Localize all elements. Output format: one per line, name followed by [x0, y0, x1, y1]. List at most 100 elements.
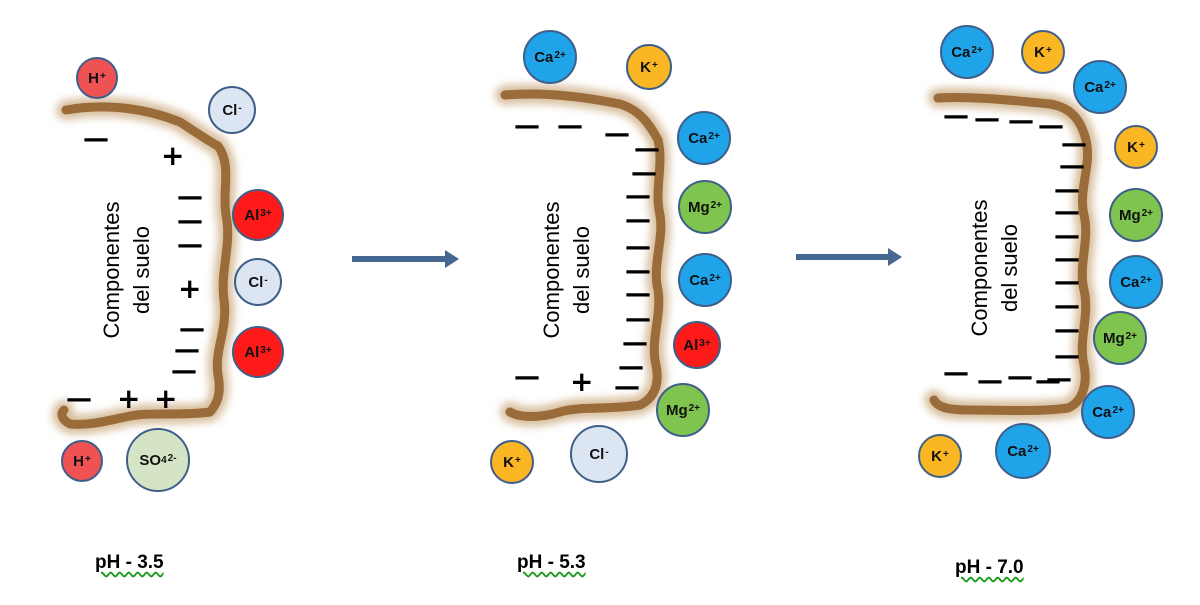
- negative-charge-sign: —: [1054, 244, 1080, 274]
- soil-label-line-2: del suelo: [997, 223, 1022, 313]
- ion-symbol: Al: [683, 336, 699, 354]
- positive-charge-sign: +: [570, 365, 594, 398]
- negative-charge-sign: —: [625, 205, 651, 235]
- ion-charge: 2+: [1125, 330, 1138, 342]
- ion-symbol: Al: [244, 206, 260, 224]
- transition-arrow-1: [352, 250, 459, 268]
- ion-charge: 2+: [554, 49, 566, 61]
- negative-charge-sign: —: [614, 372, 640, 402]
- ion-charge: 2-: [167, 452, 177, 464]
- ion-symbol: Ca: [688, 129, 708, 147]
- negative-charge-sign: —: [1054, 291, 1080, 321]
- negative-charge-sign: —: [1059, 151, 1085, 181]
- ion-symbol: Ca: [1084, 78, 1104, 96]
- negative-charge-sign: —: [177, 182, 203, 212]
- negative-charge-sign: —: [1038, 111, 1064, 141]
- ion-charge: 2+: [710, 199, 723, 211]
- ion-k: K+: [1021, 30, 1065, 74]
- ion-symbol: Ca: [951, 43, 971, 61]
- negative-charge-sign: —: [1007, 362, 1033, 392]
- transition-arrow-2: [796, 248, 902, 266]
- negative-charge-sign: —: [943, 358, 969, 388]
- negative-charge-sign: —: [1046, 364, 1072, 394]
- ion-symbol: Al: [244, 343, 260, 361]
- ion-subscript: 4: [161, 454, 167, 466]
- ion-charge: +: [515, 454, 521, 466]
- positive-charge-sign: +: [154, 382, 178, 415]
- negative-charge-sign: —: [634, 134, 660, 164]
- panel-3-ph-label: pH - 7.0: [955, 557, 1024, 579]
- soil-label-line-1: Componentes: [967, 199, 992, 337]
- negative-charge-sign: —: [625, 279, 651, 309]
- negative-charge-sign: —: [171, 356, 197, 386]
- ion-charge: +: [1139, 139, 1145, 151]
- ion-charge: 2+: [1112, 404, 1124, 416]
- ion-cl: Cl-: [570, 425, 628, 483]
- panel-1-ph-label: pH - 3.5: [95, 552, 164, 574]
- ion-charge: 3+: [260, 344, 272, 356]
- ion-symbol: Mg: [665, 401, 688, 419]
- negative-charge-sign: —: [66, 384, 92, 414]
- negative-charge-sign: —: [514, 111, 540, 141]
- ion-charge: 2+: [971, 44, 983, 56]
- negative-charge-sign: —: [1061, 129, 1087, 159]
- soil-surface-line: [57, 102, 233, 429]
- ion-k: K+: [490, 440, 534, 484]
- ion-charge: 2+: [1104, 79, 1116, 91]
- negative-charge-sign: —: [625, 304, 651, 334]
- ion-symbol: Cl: [589, 445, 605, 463]
- ion-symbol: K: [931, 447, 942, 465]
- ion-symbol: Ca: [534, 48, 554, 66]
- negative-charge-sign: —: [625, 256, 651, 286]
- ion-symbol: Cl: [248, 273, 264, 291]
- negative-charge-sign: —: [1008, 106, 1034, 136]
- negative-charge-sign: —: [618, 352, 644, 382]
- ion-charge: -: [264, 274, 268, 286]
- ion-charge: 2+: [709, 272, 721, 284]
- ion-h: H+: [61, 440, 103, 482]
- ion-charge: 2+: [688, 402, 701, 414]
- negative-charge-sign: —: [974, 104, 1000, 134]
- ion-symbol: Ca: [1120, 273, 1140, 291]
- positive-charge-sign: +: [178, 272, 202, 305]
- negative-charge-sign: —: [514, 362, 540, 392]
- ph-value-text: pH - 7.0: [955, 557, 1024, 578]
- soil-surface-line: [500, 89, 666, 421]
- ion-charge: 2+: [708, 130, 720, 142]
- negative-charge-sign: —: [604, 119, 630, 149]
- ion-symbol: H: [88, 69, 99, 87]
- ion-k: K+: [1114, 125, 1158, 169]
- ion-charge: 2+: [1140, 274, 1152, 286]
- negative-charge-sign: —: [1054, 175, 1080, 205]
- ion-cl: Cl-: [234, 258, 282, 306]
- soil-surface-line: [929, 92, 1092, 415]
- negative-charge-sign: —: [179, 314, 205, 344]
- ion-h: H+: [76, 57, 118, 99]
- ph-value-text: pH - 5.3: [517, 552, 586, 573]
- positive-charge-sign: +: [117, 382, 141, 415]
- negative-charge-sign: —: [177, 206, 203, 236]
- panel-2-ph-label: pH - 5.3: [517, 552, 586, 574]
- negative-charge-sign: —: [977, 366, 1003, 396]
- ion-symbol: SO: [139, 451, 162, 469]
- positive-charge-sign: +: [161, 139, 185, 172]
- soil-label-line-1: Componentes: [99, 201, 124, 339]
- negative-charge-sign: —: [943, 101, 969, 131]
- negative-charge-sign: —: [1054, 197, 1080, 227]
- negative-charge-sign: —: [1054, 315, 1080, 345]
- negative-charge-sign: —: [83, 124, 109, 154]
- ion-cl: Cl-: [208, 86, 256, 134]
